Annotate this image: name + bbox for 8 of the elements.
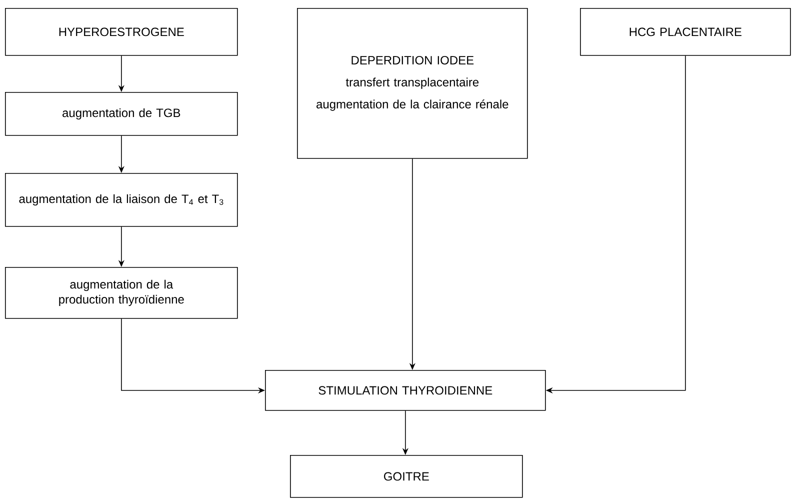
process-box: HYPEROESTROGENE <box>5 8 238 56</box>
process-box: augmentation de la liaison de T$_{4}$ et T$_{3}$ <box>5 173 238 227</box>
process-box: augmentation de la production thyroïdienne <box>5 267 238 319</box>
process-box: STIMULATION THYROIDIENNE <box>265 370 546 411</box>
process-box: HCG PLACENTAIRE <box>580 8 791 56</box>
process-box: augmentation de TGB <box>5 92 238 136</box>
process-box: GOITRE <box>290 455 523 498</box>
text-box: DEPERDITION IODEE transfert transplacentaire augmentation de la clairance rénale <box>297 8 528 159</box>
